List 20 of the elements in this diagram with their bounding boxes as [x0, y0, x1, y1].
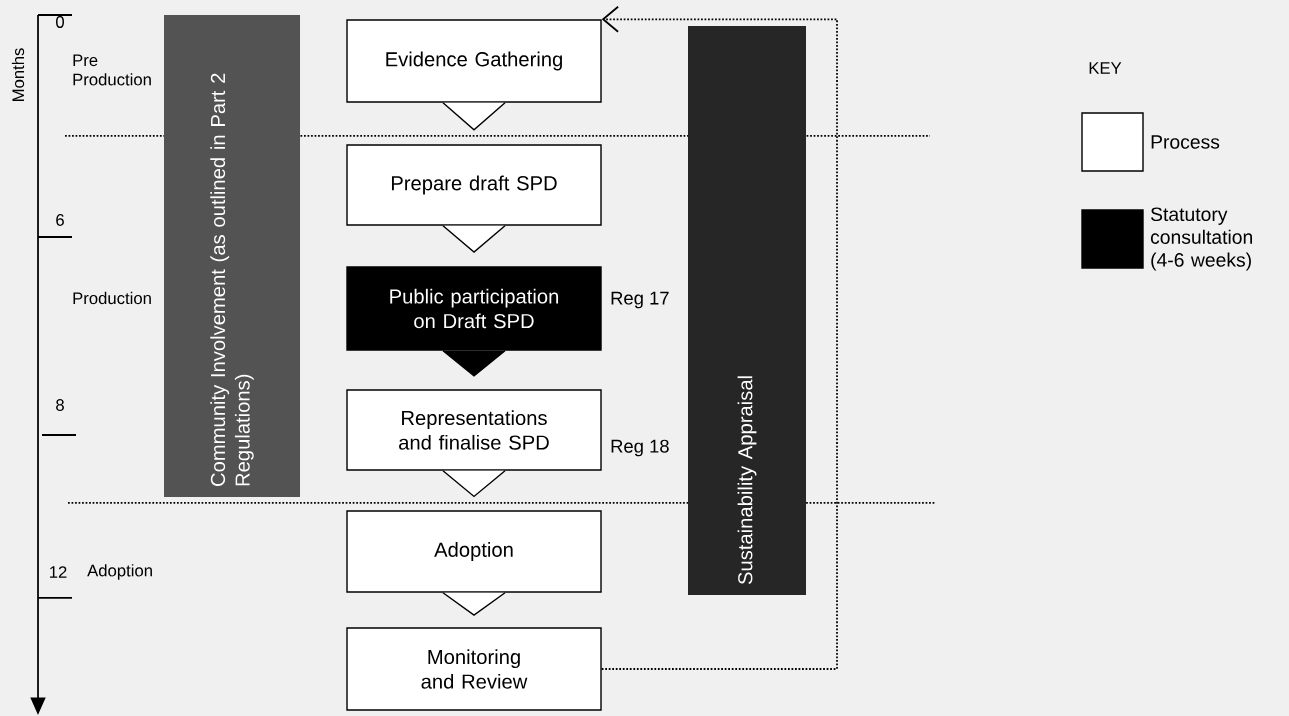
- tick-label: 6: [56, 214, 64, 226]
- arrow: [442, 102, 506, 131]
- key-title: KEY: [1089, 62, 1122, 74]
- arrow: [442, 225, 506, 253]
- tick-label: 12: [50, 566, 67, 578]
- process-box: Monitoring and Review: [346, 627, 602, 711]
- legend-label: Process: [1151, 135, 1220, 149]
- arrow: [442, 592, 506, 617]
- tick-label: 0: [56, 16, 64, 28]
- stage-label: Adoption: [87, 564, 152, 580]
- regulation-label: Reg 18: [611, 439, 669, 457]
- axis-title: Months: [11, 48, 25, 101]
- arrow: [442, 470, 506, 498]
- tick-label: 8: [56, 399, 64, 411]
- legend-label: Statutory consultation (4-6 weeks): [1150, 207, 1252, 271]
- regulation-label: Reg 17: [611, 291, 669, 309]
- activity-bar: Community Involvement (as outlined in Part 2 Regulations): [164, 15, 300, 497]
- activity-bar: Sustainability Appraisal: [688, 26, 806, 595]
- arrow: [442, 350, 506, 377]
- arrow: [600, 5, 838, 670]
